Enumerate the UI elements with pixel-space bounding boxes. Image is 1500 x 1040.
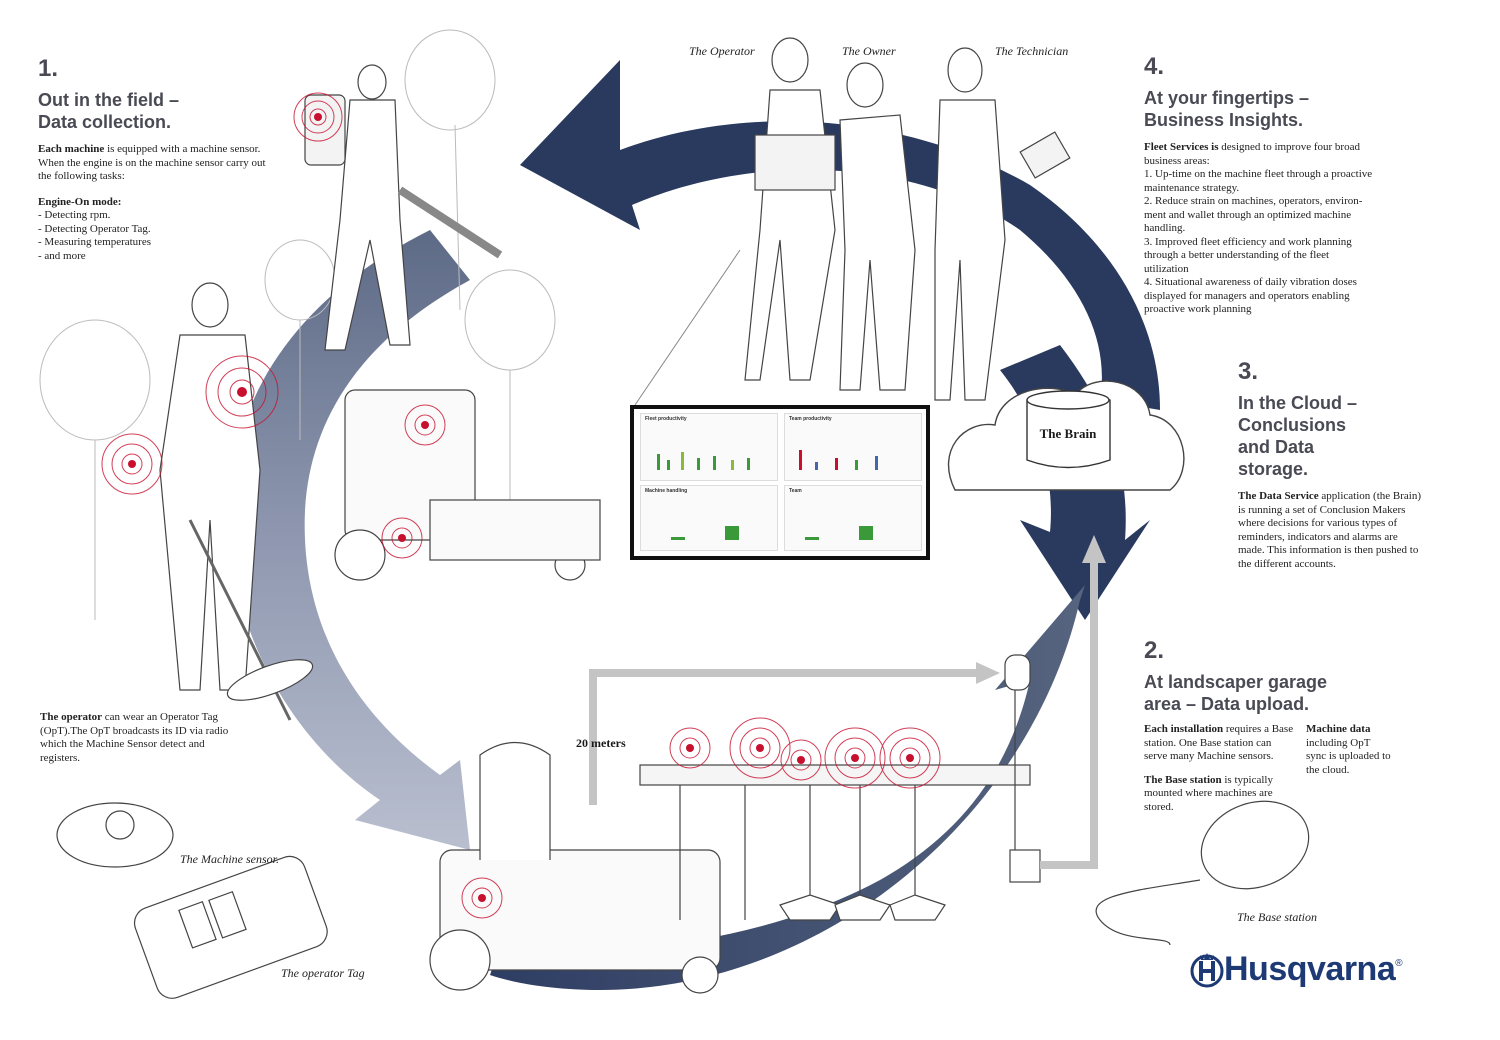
distance-label: 20 meters [576, 736, 626, 750]
husqvarna-logo: Husqvarna ® [1190, 950, 1403, 989]
caption-machine-sensor: The Machine sensor. [180, 852, 279, 866]
section-3-number: 3. [1238, 358, 1259, 385]
caption-base-station: The Base station [1237, 910, 1317, 924]
section-4-text: Fleet Services is designed to improve fo… [1144, 141, 1360, 167]
garage-illustration [429, 742, 1031, 994]
engine-on-list: - Detecting rpm. - Detecting Operator Ta… [38, 209, 152, 262]
section-3: 3. In the Cloud – Conclusions and Data s… [1238, 358, 1423, 571]
caption-technician: The Technician [995, 44, 1069, 58]
section-2-col1: Each installation requires a Base statio… [1144, 723, 1294, 813]
upload-arrows [589, 560, 1098, 869]
caption-operator: The Operator [689, 44, 755, 58]
husqvarna-crown-icon [1190, 952, 1224, 987]
section-1-text: Each machine is equipped with a machine … [38, 143, 266, 182]
engine-on-title: Engine-On mode: [38, 195, 122, 208]
upload-arrowhead-up [1082, 535, 1106, 563]
section-2-col2: Machine data including OpT sync is uploa… [1306, 723, 1391, 776]
devices-illustration [56, 654, 1310, 999]
caption-owner: The Owner [842, 44, 896, 58]
registered-mark: ® [1395, 958, 1403, 969]
dashboard-panel-title: Team [789, 488, 802, 494]
people-illustration [744, 37, 1071, 401]
arrow-left [229, 230, 470, 850]
section-4: 4. At your fingertips – Business Insight… [1144, 53, 1374, 317]
field-workers-illustration [159, 64, 601, 721]
pointer-line [634, 249, 741, 406]
upload-arrowhead-right [976, 662, 1000, 684]
dashboard-panel-machine-handling: Machine handling [640, 485, 778, 551]
arrow-top-navy [520, 60, 1160, 410]
dashboard-panel-fleet-productivity: Fleet productivity [640, 413, 778, 481]
caption-operator-tag: The operator Tag [281, 966, 365, 980]
section-3-heading: In the Cloud – Conclusions and Data stor… [1238, 393, 1357, 479]
section-3-text: The Data Service application (the Brain)… [1238, 490, 1421, 570]
signal-rings [101, 92, 941, 919]
dashboard-screen: Fleet productivity Team productivity Mac… [630, 405, 930, 560]
section-2-number: 2. [1144, 637, 1165, 664]
section-2: 2. At landscaper garage area – Data uplo… [1144, 637, 1394, 725]
sensor-dots [128, 113, 914, 902]
brain-cylinder-top [1026, 390, 1110, 410]
dashboard-panel-title: Team productivity [789, 416, 832, 422]
husqvarna-wordmark: Husqvarna [1224, 950, 1396, 988]
operator-note: The operator can wear an Operator Tag (O… [40, 711, 229, 764]
section-4-list: 1. Up-time on the machine fleet through … [1144, 168, 1373, 315]
section-1-heading: Out in the field – Data collection. [38, 90, 180, 132]
dashboard-panel-team-productivity: Team productivity [784, 413, 922, 481]
section-1-number: 1. [38, 55, 59, 82]
dashboard-panel-title: Machine handling [645, 488, 688, 494]
section-4-heading: At your fingertips – Business Insights. [1144, 88, 1310, 130]
dashboard-panel-title: Fleet productivity [645, 416, 687, 422]
brain-label: The Brain [1039, 426, 1097, 441]
section-4-number: 4. [1144, 53, 1165, 80]
section-1: 1. Out in the field – Data collection. E… [38, 55, 278, 263]
section-2-heading: At landscaper garage area – Data upload. [1144, 672, 1328, 714]
trees [39, 29, 556, 620]
dashboard-panel-team: Team [784, 485, 922, 551]
